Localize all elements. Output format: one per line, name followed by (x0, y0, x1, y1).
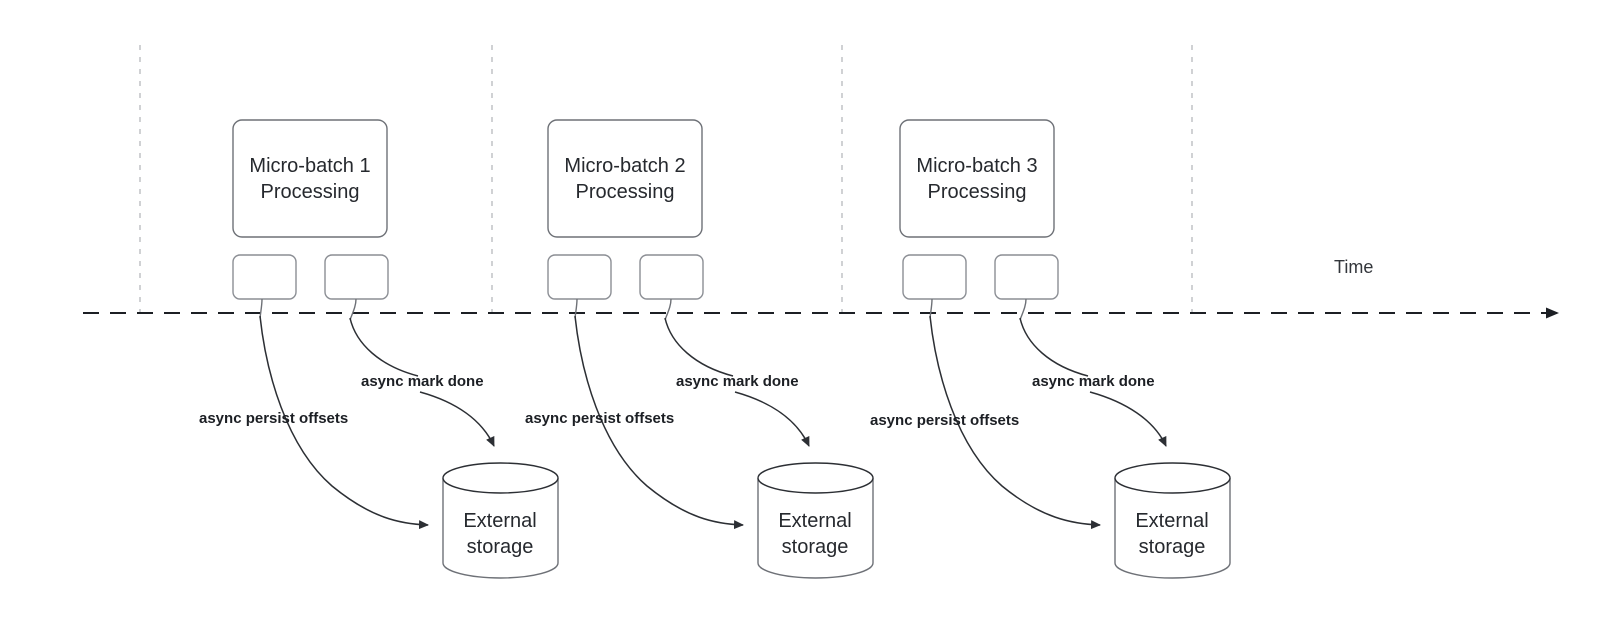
micro-batch-1-mark-done-arrow (349, 317, 419, 377)
external-storage-2-label-line2: storage (782, 536, 849, 558)
cylinder-2-top (757, 462, 874, 494)
micro-batch-3-mini-box-right[interactable] (994, 254, 1059, 300)
time-axis-label: Time (1334, 257, 1373, 277)
micro-batch-2-mark-done-arrow-tail (734, 391, 810, 447)
micro-batch-2-persist-offsets-arrow (574, 315, 744, 530)
micro-batch-1-mini-box-left[interactable] (232, 254, 297, 300)
micro-batch-1-stem-right (349, 298, 357, 321)
external-storage-cylinder-2: External storage (757, 462, 874, 579)
micro-batch-3-label-line2: Processing (928, 181, 1027, 203)
micro-batch-1-label-line2: Processing (261, 181, 360, 203)
micro-batch-1-mark-done-arrow-tail (419, 391, 495, 447)
micro-batch-3-box[interactable] (899, 119, 1055, 238)
micro-batch-1-mini-box-right[interactable] (324, 254, 389, 300)
micro-batch-2-mark-done-label: async mark done (676, 373, 799, 390)
external-storage-cylinder-3: External storage (1114, 462, 1231, 579)
external-storage-1-label-line2: storage (467, 536, 534, 558)
external-storage-3-label-line1: External (1135, 510, 1208, 532)
micro-batch-2-mini-box-left[interactable] (547, 254, 612, 300)
micro-batch-3-label-line1: Micro-batch 3 (916, 155, 1037, 177)
external-storage-cylinder-1: External storage (442, 462, 559, 579)
micro-batch-group-1: Micro-batch 1 Processing async persist o… (199, 119, 559, 579)
micro-batch-group-3: Micro-batch 3 Processing async persist o… (870, 119, 1231, 579)
micro-batch-2-mark-done-arrow (664, 317, 734, 377)
micro-batch-2-persist-offsets-label: async persist offsets (525, 410, 674, 427)
micro-batch-1-persist-offsets-arrow (259, 315, 429, 530)
external-storage-1-label-line1: External (463, 510, 536, 532)
micro-batch-group-2: Micro-batch 2 Processing async persist o… (525, 119, 874, 579)
micro-batch-1-mark-done-label: async mark done (361, 373, 484, 390)
cylinder-3-body (1114, 478, 1231, 579)
micro-batch-1-box[interactable] (232, 119, 388, 238)
micro-batch-3-mark-done-arrow (1019, 317, 1089, 377)
cylinder-1-top (442, 462, 559, 494)
micro-batch-3-stem-left (929, 298, 933, 319)
micro-batch-2-mini-box-right[interactable] (639, 254, 704, 300)
external-storage-2-label-line1: External (778, 510, 851, 532)
micro-batch-2-stem-right (664, 298, 672, 321)
cylinder-2-body (757, 478, 874, 579)
micro-batch-2-box[interactable] (547, 119, 703, 238)
micro-batch-1-persist-offsets-label: async persist offsets (199, 410, 348, 427)
micro-batch-3-stem-right (1019, 298, 1027, 321)
micro-batch-3-mark-done-label: async mark done (1032, 373, 1155, 390)
micro-batch-1-label-line1: Micro-batch 1 (249, 155, 370, 177)
cylinder-1-body (442, 478, 559, 579)
micro-batch-3-persist-offsets-arrow (929, 315, 1101, 530)
divider-group (139, 45, 1193, 316)
micro-batch-2-stem-left (574, 298, 578, 319)
micro-batch-1-stem-left (259, 298, 263, 319)
micro-batch-2-label-line1: Micro-batch 2 (564, 155, 685, 177)
micro-batch-3-persist-offsets-label: async persist offsets (870, 412, 1019, 429)
cylinder-3-top (1114, 462, 1231, 494)
micro-batch-2-label-line2: Processing (576, 181, 675, 203)
external-storage-3-label-line2: storage (1139, 536, 1206, 558)
micro-batch-3-mini-box-left[interactable] (902, 254, 967, 300)
micro-batch-3-mark-done-arrow-tail (1089, 391, 1167, 447)
